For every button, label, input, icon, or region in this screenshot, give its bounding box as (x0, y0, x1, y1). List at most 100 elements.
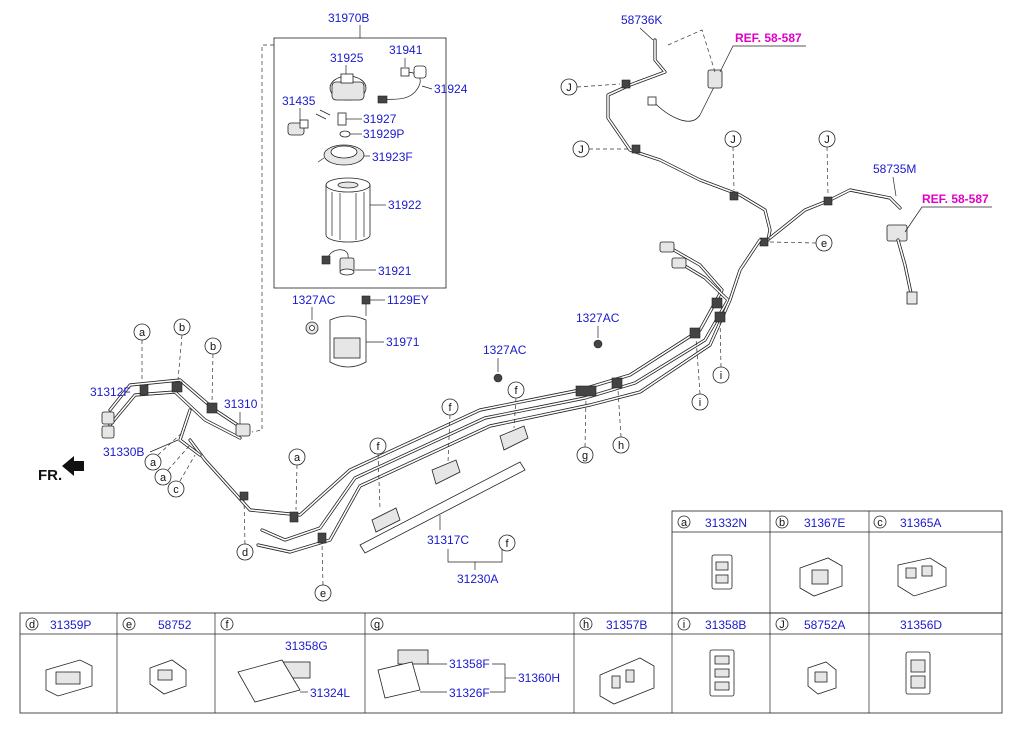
legend-e[interactable]: e 58752 (122, 617, 192, 695)
legend-i[interactable]: i 31358B (677, 617, 746, 697)
legend-a[interactable]: a 31332N (677, 515, 747, 590)
part-31923F[interactable]: 31923F (372, 150, 413, 164)
svg-text:J: J (566, 82, 572, 94)
legend-31356D[interactable]: 31356D (900, 618, 942, 695)
callout-i-1[interactable]: i (691, 393, 709, 411)
svg-text:c: c (877, 517, 883, 529)
svg-text:31332N: 31332N (705, 516, 747, 530)
part-31929P[interactable]: 31929P (363, 127, 404, 141)
part-31310[interactable]: 31310 (224, 397, 258, 411)
callout-J-3[interactable]: J (724, 130, 742, 148)
callout-i-2[interactable]: i (712, 366, 730, 384)
svg-text:d: d (242, 547, 248, 559)
callout-a-2[interactable]: a (144, 453, 162, 471)
callout-d[interactable]: d (236, 543, 254, 561)
part-31312F[interactable]: 31312F (90, 385, 131, 399)
legend-b[interactable]: b 31367E (775, 515, 845, 597)
svg-text:f: f (448, 402, 452, 414)
callout-e-2[interactable]: e (815, 234, 833, 252)
svg-text:g: g (374, 619, 380, 631)
part-31941[interactable]: 31941 (389, 43, 423, 57)
callout-a-4[interactable]: a (288, 448, 306, 466)
rear-fuel-lines: 58736K REF. 58-587 58735M REF. 58-587 (606, 13, 992, 305)
svg-text:h: h (583, 619, 589, 631)
part-31970B[interactable]: 31970B (328, 11, 369, 25)
svg-text:e: e (320, 588, 326, 600)
callout-e-1[interactable]: e (314, 584, 332, 602)
svg-text:b: b (210, 341, 216, 353)
svg-text:f: f (376, 441, 380, 453)
svg-text:31357B: 31357B (606, 618, 647, 632)
part-31927[interactable]: 31927 (363, 112, 397, 126)
callout-f-2[interactable]: f (441, 398, 459, 416)
ref-58-587-right[interactable]: REF. 58-587 (922, 192, 989, 206)
svg-text:b: b (779, 517, 785, 529)
svg-text:a: a (150, 457, 157, 469)
callout-f-1[interactable]: f (369, 437, 387, 455)
svg-text:a: a (139, 327, 146, 339)
line-protector: 31317C 31230A 1327AC 1327AC (359, 311, 620, 586)
legend-table: a 31332N b 31367E c 31365A (19, 510, 1003, 714)
callout-g[interactable]: g (576, 446, 594, 464)
diagram-callouts: a b b a a c a d e f f f f g h i i e J (133, 78, 836, 602)
svg-text:31358G: 31358G (285, 639, 328, 653)
svg-text:31356D: 31356D (900, 618, 942, 632)
svg-text:31359P: 31359P (50, 618, 91, 632)
filter-assembly-frame (273, 37, 447, 289)
direction-fr-label: FR. (38, 467, 62, 484)
callout-b-1[interactable]: b (173, 318, 191, 336)
filter-bracket-group: 1327AC 1129EY 31971 (292, 293, 429, 368)
svg-text:J: J (824, 134, 830, 146)
part-1129EY[interactable]: 1129EY (387, 293, 429, 307)
svg-text:e: e (821, 238, 827, 250)
part-31435[interactable]: 31435 (282, 94, 316, 108)
svg-text:i: i (720, 370, 722, 382)
callout-J-4[interactable]: J (818, 130, 836, 148)
callout-a-3[interactable]: a (154, 468, 172, 486)
callout-h[interactable]: h (612, 436, 630, 454)
svg-text:a: a (294, 452, 301, 464)
legend-f[interactable]: f 31358G 31324L (220, 617, 350, 703)
part-1327AC-nut[interactable]: 1327AC (483, 343, 527, 357)
svg-text:31367E: 31367E (804, 516, 845, 530)
part-31925[interactable]: 31925 (330, 51, 364, 65)
svg-text:h: h (618, 440, 624, 452)
part-58736K[interactable]: 58736K (621, 13, 662, 27)
part-1327AC-bracket[interactable]: 1327AC (292, 293, 336, 307)
callout-a-1[interactable]: a (133, 323, 151, 341)
part-31330B[interactable]: 31330B (103, 445, 144, 459)
legend-c[interactable]: c 31365A (873, 515, 947, 597)
part-31230A[interactable]: 31230A (457, 572, 498, 586)
part-1327AC-upper[interactable]: 1327AC (576, 311, 620, 325)
svg-text:J: J (730, 134, 736, 146)
callout-b-2[interactable]: b (204, 337, 222, 355)
svg-text:31324L: 31324L (310, 686, 350, 700)
protector-plate (359, 461, 526, 554)
svg-text:d: d (29, 619, 35, 631)
callout-c[interactable]: c (167, 480, 185, 498)
legend-d[interactable]: d 31359P (25, 617, 93, 697)
part-31924[interactable]: 31924 (434, 82, 468, 96)
part-31971[interactable]: 31971 (386, 335, 420, 349)
legend-g[interactable]: g 31358F 31326F 31360H (370, 617, 560, 700)
main-fuel-lines: 31312F 31310 31330B FR. (38, 238, 762, 554)
svg-text:58752A: 58752A (804, 618, 845, 632)
ref-58-587-top[interactable]: REF. 58-587 (735, 31, 802, 45)
fuel-filter-assembly: 31970B 31925 31941 31924 31435 31927 319… (273, 11, 468, 289)
callout-J-2[interactable]: J (572, 140, 590, 158)
legend-J[interactable]: J 58752A (775, 617, 845, 695)
part-31317C[interactable]: 31317C (427, 533, 469, 547)
callout-f-4[interactable]: f (498, 534, 516, 552)
front-arrow-icon (62, 456, 84, 476)
svg-text:g: g (582, 450, 588, 462)
callout-J-1[interactable]: J (560, 78, 578, 96)
part-58735M[interactable]: 58735M (873, 162, 916, 176)
callout-f-3[interactable]: f (507, 381, 525, 399)
svg-text:J: J (578, 144, 584, 156)
legend-h[interactable]: h 31357B (579, 617, 655, 705)
part-31921[interactable]: 31921 (378, 264, 412, 278)
part-31922[interactable]: 31922 (388, 198, 422, 212)
svg-text:f: f (225, 619, 229, 631)
